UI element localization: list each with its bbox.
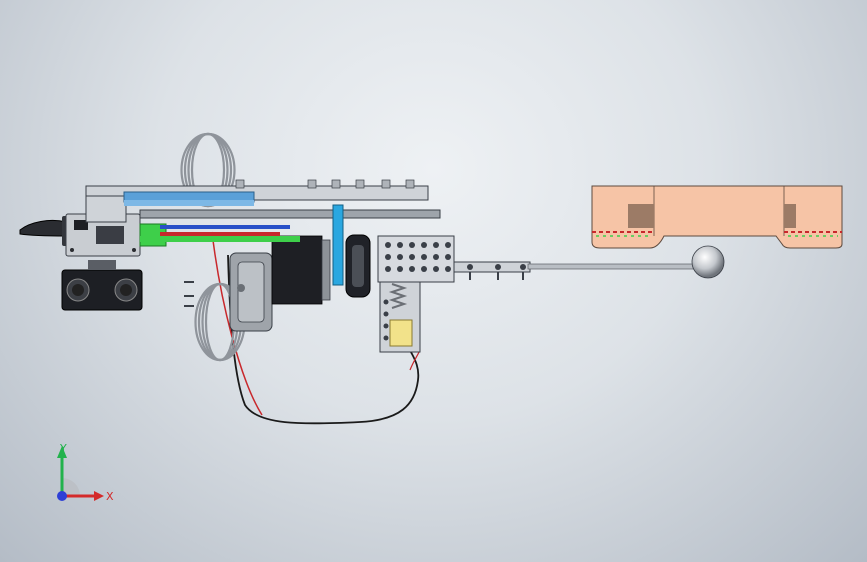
cable-black [227, 254, 420, 425]
stepper-motor-icon [229, 235, 331, 332]
pulley-wheel [345, 234, 371, 298]
x-axis-arrow [94, 491, 104, 501]
small-spring-icon [388, 283, 408, 309]
frame-posts [235, 179, 415, 189]
arm-bar [453, 261, 699, 280]
cable-red [211, 231, 263, 416]
ultrasonic-sensor-icon [61, 260, 143, 311]
top-frame [85, 185, 441, 242]
ball-joint-icon [691, 245, 725, 279]
triad-sector [62, 478, 80, 496]
bracket-holes [383, 242, 451, 341]
coordinate-triad: Y X [57, 442, 114, 503]
cyan-plate [332, 204, 344, 286]
z-axis-dot [57, 491, 67, 501]
x-axis-label: X [106, 490, 114, 503]
right-bracket [377, 235, 455, 353]
tray-container [591, 185, 843, 249]
mount-screws [184, 281, 194, 307]
y-axis-label: Y [59, 442, 67, 455]
y-axis-arrow [57, 446, 67, 458]
